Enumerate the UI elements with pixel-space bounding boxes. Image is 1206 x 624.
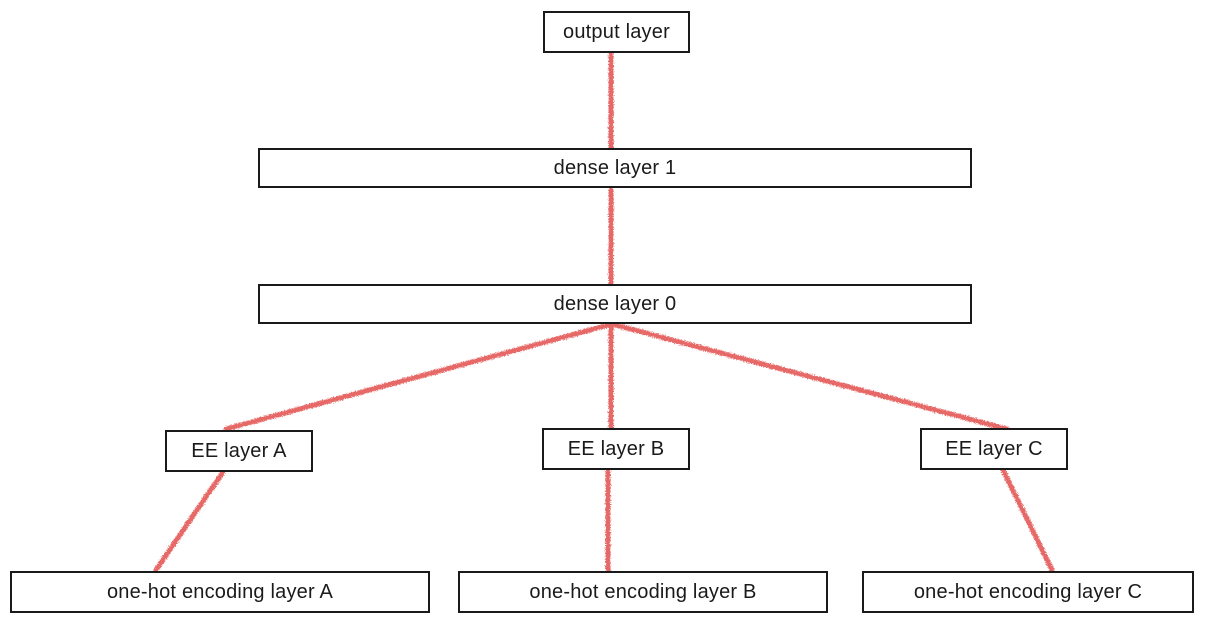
node-onehot-layer-c: one-hot encoding layer C [862,571,1194,613]
node-ee-layer-c-label: EE layer C [945,437,1043,460]
node-onehot-layer-a-label: one-hot encoding layer A [106,580,334,603]
node-onehot-layer-b-label: one-hot encoding layer B [529,580,757,603]
node-dense-layer-1-label: dense layer 1 [553,156,677,179]
node-output-layer-label: output layer [563,20,670,43]
edge-oneha-to-eea [153,469,226,573]
edge-eea-to-dense0 [223,321,615,432]
node-ee-layer-a-label: EE layer A [191,439,287,462]
node-ee-layer-b: EE layer B [542,428,690,470]
node-ee-layer-a: EE layer A [165,430,313,472]
node-onehot-layer-b: one-hot encoding layer B [458,571,828,613]
node-onehot-layer-a: one-hot encoding layer A [10,571,430,613]
node-output-layer: output layer [543,11,690,53]
node-dense-layer-0-label: dense layer 0 [553,292,677,315]
node-ee-layer-c: EE layer C [920,428,1068,470]
node-dense-layer-0: dense layer 0 [258,284,972,324]
edge-onehc-to-eec [1000,467,1055,573]
node-ee-layer-b-label: EE layer B [567,437,665,460]
node-dense-layer-1: dense layer 1 [258,148,972,188]
edge-eec-to-dense0 [609,321,1010,432]
node-onehot-layer-c-label: one-hot encoding layer C [913,580,1143,603]
